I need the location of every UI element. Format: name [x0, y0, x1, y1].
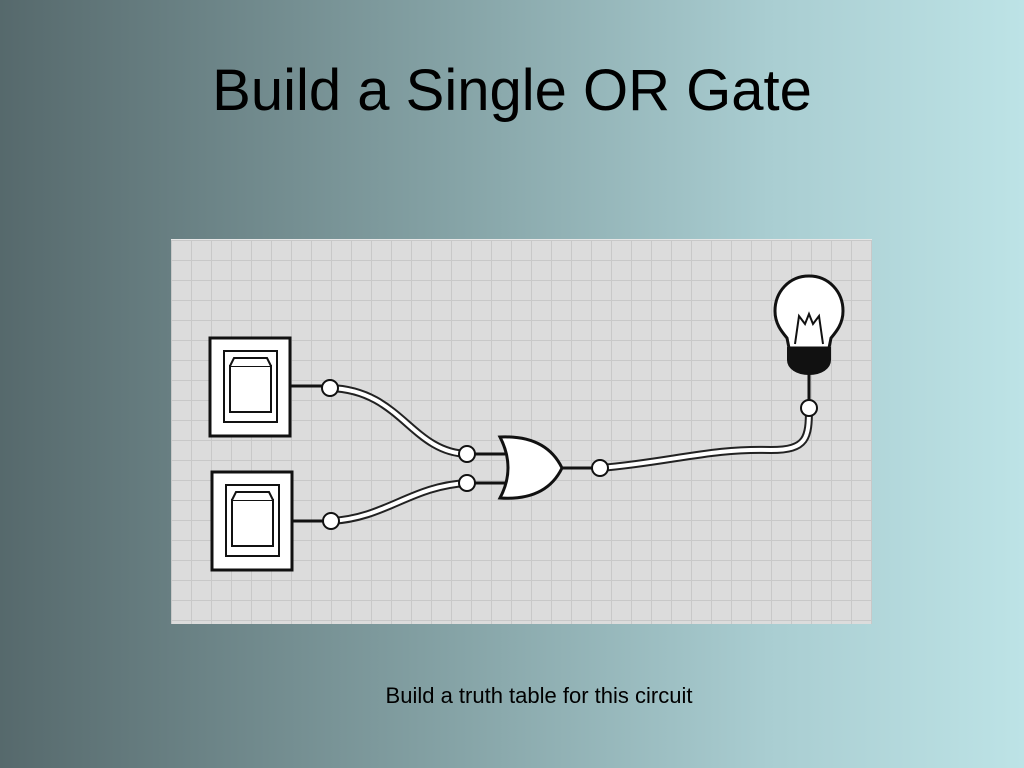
terminal-lamp: [800, 399, 818, 417]
wire-output[interactable]: [596, 404, 813, 472]
circuit-diagram: [208, 274, 845, 572]
wire-a[interactable]: [326, 384, 471, 458]
circuit-panel: [171, 239, 872, 624]
wire-b[interactable]: [327, 479, 471, 525]
or-gate-icon[interactable]: [467, 435, 600, 500]
terminal-gate-out: [591, 459, 609, 477]
terminal-switch-a: [321, 379, 339, 397]
switch-a[interactable]: [208, 336, 330, 438]
slide-caption: Build a truth table for this circuit: [385, 683, 693, 708]
terminals: [321, 379, 818, 530]
slide-title: Build a Single OR Gate: [212, 58, 812, 123]
terminal-gate-in-b: [458, 474, 476, 492]
switch-b[interactable]: [210, 470, 331, 572]
terminal-gate-in-a: [458, 445, 476, 463]
light-bulb-icon[interactable]: [773, 274, 845, 406]
terminal-switch-b: [322, 512, 340, 530]
